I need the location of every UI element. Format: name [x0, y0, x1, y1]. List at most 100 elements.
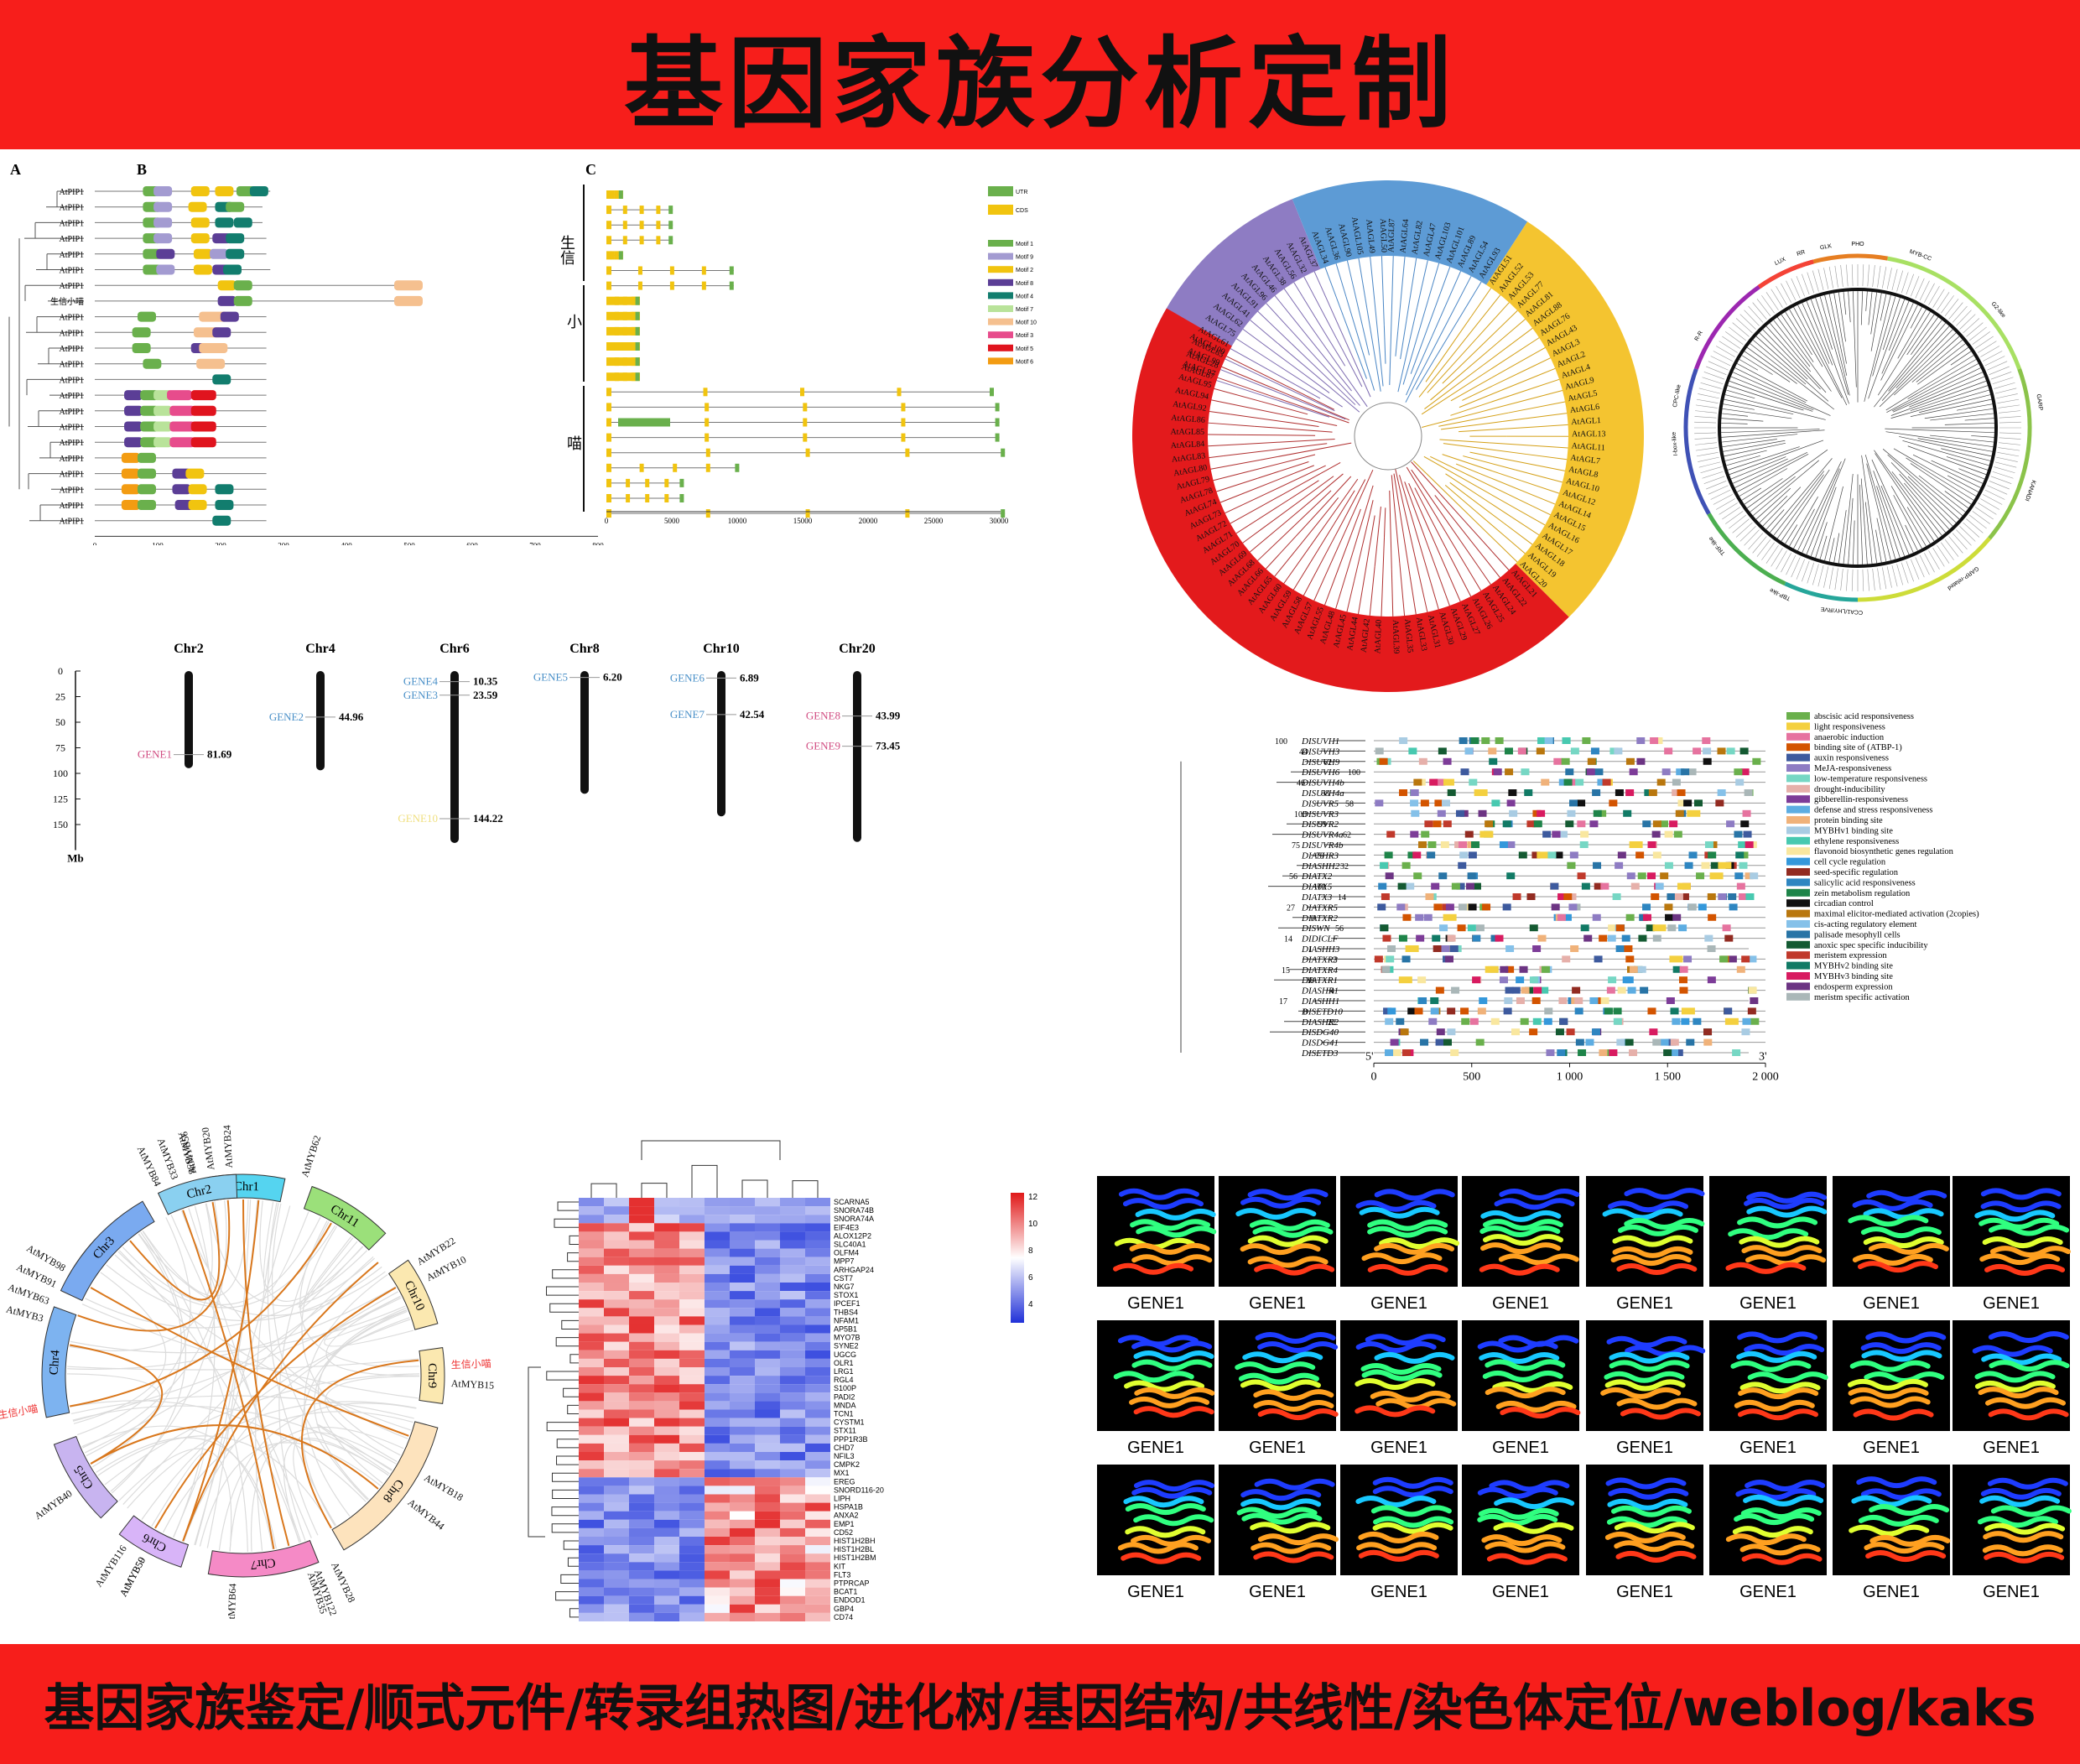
dendrogram-branch [741, 1179, 768, 1198]
leaf-tick [1959, 526, 1976, 542]
cis-element-box [1574, 997, 1583, 1004]
heatmap-cell [755, 1376, 780, 1385]
protein-helix [1981, 1353, 2062, 1366]
tree-branch [1833, 293, 1847, 364]
cis-element-box [1750, 1017, 1760, 1025]
heatmap-cell [679, 1333, 705, 1342]
tree-branch [1406, 336, 1433, 396]
synteny-link-bg [70, 1400, 367, 1502]
cis-element-box [1693, 1017, 1702, 1025]
motif-axis-tick: 400 [341, 541, 352, 545]
protein-helix [1848, 1215, 1929, 1227]
heatmap-gene-label: LRG1 [834, 1367, 854, 1376]
utr-box [990, 388, 994, 397]
heatmap-cell [579, 1198, 604, 1207]
bootstrap-value: 44 [1299, 747, 1308, 757]
tree-branch [1472, 543, 1500, 578]
protein-helix [1745, 1480, 1826, 1492]
circos-gene-label: AtMYB44 [406, 1496, 447, 1532]
tree-branch [1208, 443, 1245, 447]
tree-branch [1323, 344, 1368, 408]
heatmap-cell [780, 1486, 805, 1495]
synteny-link-bg [263, 1201, 309, 1293]
heatmap-cell [629, 1367, 654, 1376]
tree-branch [1769, 458, 1833, 533]
heatmap-cell [604, 1308, 629, 1317]
bootstrap-value: 100 [1313, 883, 1326, 892]
protein-helix [1746, 1205, 1828, 1218]
tree-branch [1875, 529, 1882, 563]
leaf-tick [1937, 292, 1950, 311]
cis-element-box [1577, 872, 1586, 880]
protein-helix [1494, 1198, 1575, 1210]
leaf-tick [1989, 366, 2010, 375]
tree-branch [1353, 485, 1374, 550]
protein-helix [1739, 1382, 1821, 1394]
synteny-link-bg [301, 1309, 408, 1527]
protein-label: GENE1 [1863, 1439, 1920, 1457]
agl-circular-tree: AtAGL67AtAGL28AtAGL63AtAGL61AtAGL75AtAGL… [1132, 180, 1644, 692]
heatmap-cell [780, 1527, 805, 1537]
gene-label: AtPIP1 [60, 439, 84, 448]
cds-box [606, 388, 611, 397]
tree-branch [1502, 413, 1568, 423]
synteny-link-bg [138, 1233, 386, 1316]
tree-branch [1303, 535, 1336, 596]
heatmap-cell [755, 1452, 780, 1461]
tree-branch [1880, 294, 1887, 321]
synteny-link [90, 1424, 379, 1490]
cis-element-box [1679, 965, 1688, 973]
legend-label: ethylene responsiveness [1814, 837, 1899, 846]
leaf-tick [1996, 393, 2018, 399]
motif-box [217, 280, 237, 291]
circos-chromosome [53, 1435, 118, 1519]
cis-element-box [1532, 945, 1542, 952]
tree-branch [1383, 325, 1386, 364]
cis-element-box [1664, 830, 1673, 838]
dendrogram-branch [567, 1404, 579, 1414]
tree-branch [1721, 413, 1749, 417]
cis-element-box [1678, 976, 1687, 984]
tree-branch [1254, 425, 1333, 433]
cis-element-box [1569, 851, 1578, 859]
heatmap-cell [629, 1265, 654, 1274]
cis-element-box [1485, 965, 1499, 973]
cis-element-box [1429, 778, 1438, 786]
family-label: MYB-CC [1909, 249, 1932, 263]
tree-branch [1480, 310, 1518, 346]
heatmap-cell [629, 1434, 654, 1444]
circos-chromosome [387, 1259, 439, 1330]
cis-element-box [1537, 809, 1546, 817]
protein-helix [1989, 1360, 2070, 1372]
gene-label: DISUVH6 [1301, 768, 1340, 778]
heatmap-cell [805, 1299, 830, 1309]
synteny-link-bg [325, 1296, 420, 1376]
protein-helix [1861, 1350, 1942, 1362]
heatmap-cell [679, 1206, 705, 1215]
cis-element-box [1577, 820, 1586, 828]
leaf-tick [1911, 559, 1920, 580]
cis-element-box [1674, 1049, 1683, 1056]
motif-box [210, 248, 229, 259]
utr-box [729, 281, 734, 290]
protein-helix [1725, 1262, 1807, 1274]
heatmap-cell [579, 1527, 604, 1537]
tree-branch [1759, 495, 1788, 523]
tree-branch [1882, 449, 1963, 517]
tree-branch [1236, 434, 1316, 436]
legend-label: Motif 6 [1016, 359, 1033, 365]
heatmap-cell [654, 1452, 679, 1461]
motif-box [121, 484, 140, 495]
cis-element-box [1414, 1007, 1423, 1015]
bootstrap-value: 88 [1321, 789, 1329, 799]
leaf-tick [1877, 568, 1881, 591]
protein-helix [1863, 1236, 1944, 1249]
cis-element-box [1491, 799, 1500, 807]
heatmap-cell [629, 1350, 654, 1359]
heatmap-cell [629, 1308, 654, 1317]
cis-element-box [1416, 934, 1425, 942]
cis-element-box [1617, 851, 1626, 859]
heatmap-cell [579, 1231, 604, 1241]
heatmap-cell [654, 1384, 679, 1393]
